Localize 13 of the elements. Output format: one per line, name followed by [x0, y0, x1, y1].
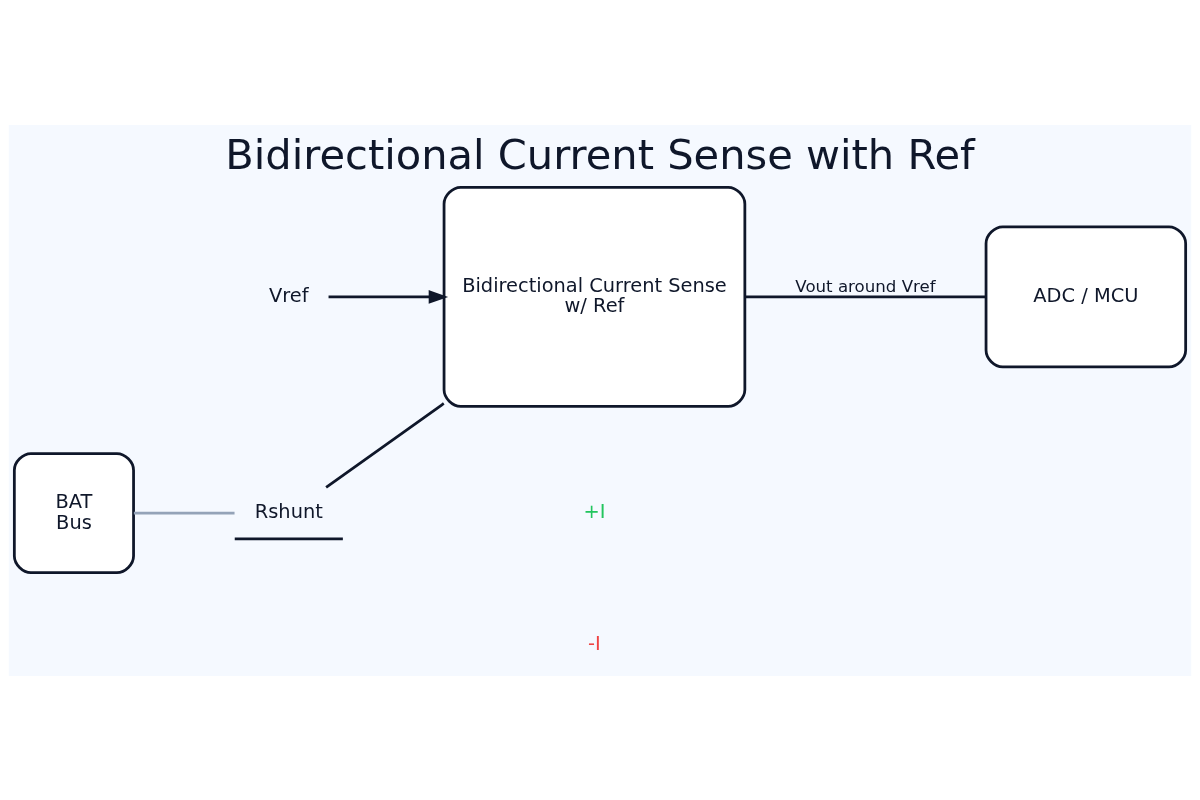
node-box: Bidirectional Current Sense w/ Ref	[442, 185, 747, 408]
diagram-title: Bidirectional Current Sense with Ref	[225, 129, 975, 179]
label: -I	[588, 631, 601, 655]
node-box: BAT Bus	[12, 451, 135, 574]
edge-label: Vout around Vref	[795, 276, 936, 296]
label: +I	[583, 499, 606, 523]
connector	[325, 401, 445, 489]
node-text: Vref	[269, 283, 309, 307]
connector	[745, 295, 986, 298]
node-box: ADC / MCU	[984, 225, 1188, 368]
connector	[133, 511, 235, 514]
node-text: Rshunt	[254, 499, 323, 523]
arrow	[328, 289, 449, 304]
